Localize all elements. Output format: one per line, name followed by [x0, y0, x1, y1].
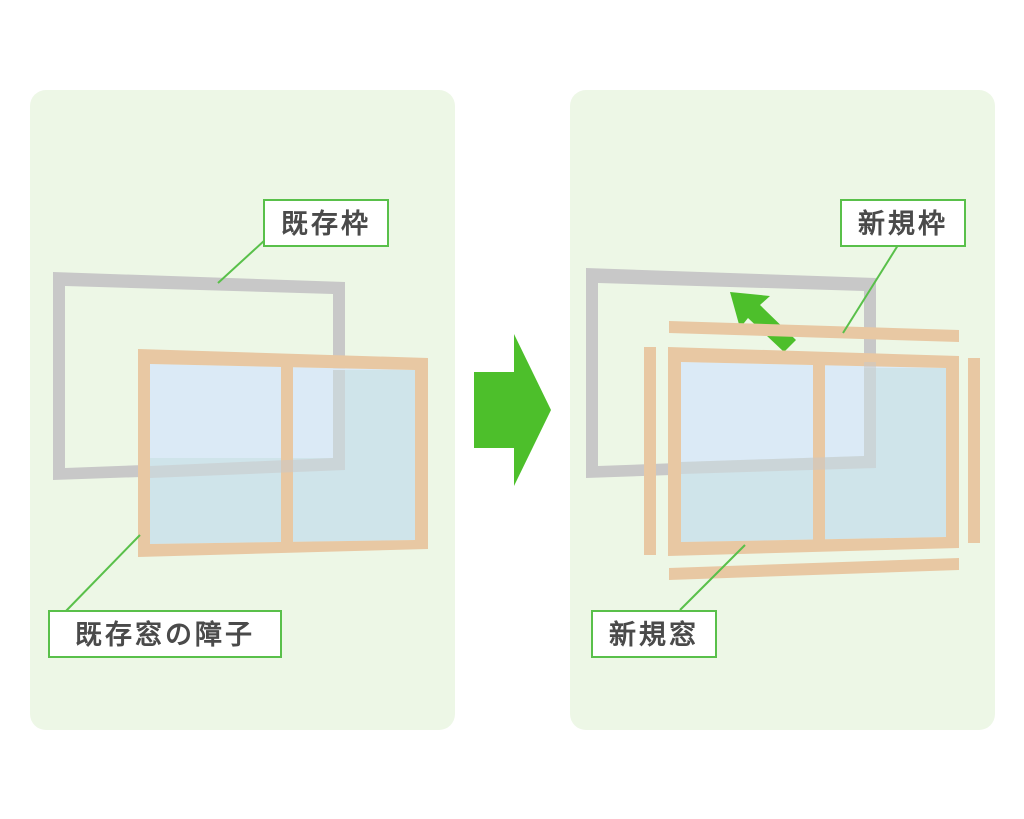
label-existing-frame-text: 既存枠	[281, 209, 371, 240]
before-panel: 既存枠 既存窓の障子	[30, 90, 455, 730]
new-frame-right-board	[968, 358, 980, 543]
arrow-up-left-icon	[730, 292, 796, 352]
leader-line-new-window	[679, 544, 746, 611]
glass-overlap-area	[150, 370, 415, 544]
label-new-frame-text: 新規枠	[858, 208, 948, 240]
after-panel: 新規枠 新規窓	[570, 90, 995, 730]
new-frame-left-board	[644, 347, 656, 555]
label-existing-sash: 既存窓の障子	[48, 610, 282, 658]
existing-frame-overlap	[150, 370, 345, 478]
leader-line-existing-sash	[64, 534, 141, 613]
label-new-window: 新規窓	[591, 610, 717, 658]
old-frame-overlap	[681, 362, 876, 474]
label-new-window-text: 新規窓	[609, 619, 699, 651]
label-existing-frame: 既存枠	[263, 199, 389, 247]
new-window-glass-lower	[681, 368, 946, 542]
new-frame-bottom-board	[669, 558, 959, 580]
new-window-divider	[813, 360, 825, 542]
label-new-frame: 新規枠	[840, 199, 966, 247]
label-existing-sash-text: 既存窓の障子	[75, 619, 255, 651]
leader-line-new-frame	[842, 241, 901, 334]
existing-sash-divider	[281, 362, 293, 546]
new-frame-top-board	[669, 321, 959, 342]
leader-line-existing-frame	[217, 239, 266, 284]
arrow-right-icon	[474, 334, 551, 486]
